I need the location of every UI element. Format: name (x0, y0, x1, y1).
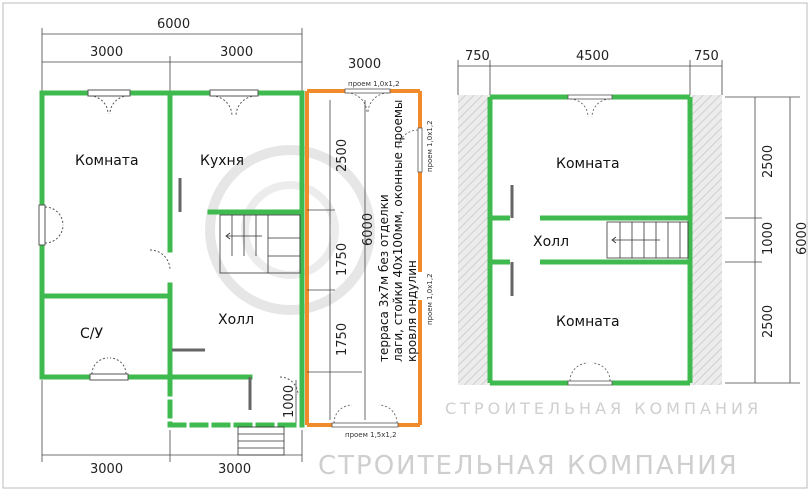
left-plan-walls (39, 90, 305, 428)
room-label-wc: С/У (80, 326, 103, 342)
room-label-komnata: Комната (75, 153, 139, 169)
terrace-note-line-3: кровля ондулин (405, 260, 419, 362)
watermark-text-large: СТРОИТЕЛЬНАЯ КОМПАНИЯ (318, 451, 739, 481)
dim-porch: 1000 (282, 385, 297, 418)
room-label-hall: Холл (218, 312, 254, 328)
dim-bottom-right: 3000 (218, 462, 251, 477)
opening-label-side-1: проем 1,0х1,2 (426, 120, 434, 172)
dim-right-top-mid: 4500 (576, 49, 609, 64)
room-label-bottom: Комната (556, 314, 620, 330)
overhang-left-hatch (458, 95, 490, 385)
terrace-openings (307, 88, 423, 428)
terrace-note-line-2: лаги, стойки 40х100мм, оконные проемы (391, 100, 405, 362)
right-stairs (606, 221, 689, 259)
room-label-kitchen: Кухня (200, 153, 244, 169)
dim-right-2: 1000 (761, 222, 776, 255)
dim-right-top-right: 750 (694, 49, 719, 64)
watermark (205, 145, 375, 315)
terrace-width-dim: 3000 (348, 57, 381, 72)
porch-steps (237, 426, 285, 456)
room-label-hall-upper: Холл (533, 234, 569, 250)
overhang-right-hatch (690, 95, 722, 385)
terrace-dim-1750-b: 1750 (335, 323, 350, 356)
dim-right-3: 2500 (761, 305, 776, 338)
terrace-dim-2500: 2500 (335, 139, 350, 172)
watermark-text-small: СТРОИТЕЛЬНАЯ КОМПАНИЯ (445, 399, 762, 418)
left-stairs (219, 214, 301, 274)
dim-right-total: 6000 (795, 222, 810, 255)
terrace-note-line-1: терраса 3х7м без отделки (377, 194, 391, 362)
dim-top-right: 3000 (220, 45, 253, 60)
opening-label-top: проем 1,0х1,2 (348, 80, 400, 88)
terrace-outline (305, 89, 422, 427)
opening-label-side-2: проем 1,0х1,2 (426, 273, 434, 325)
right-plan-openings (510, 94, 613, 386)
left-plan-dimensions (41, 28, 303, 462)
dim-right-top-left: 750 (465, 49, 490, 64)
dim-right-1: 2500 (761, 145, 776, 178)
opening-label-bottom: проем 1,5х1,2 (345, 431, 397, 439)
dim-bottom-left: 3000 (90, 462, 123, 477)
right-plan-dimensions (457, 60, 800, 384)
terrace-dim-1750-a: 1750 (335, 243, 350, 276)
terrace-dim-6000: 6000 (361, 213, 376, 246)
left-plan-openings (38, 89, 299, 410)
dim-top-left: 3000 (90, 45, 123, 60)
dim-total-width: 6000 (157, 17, 190, 32)
right-plan-walls (487, 94, 693, 386)
room-label-top: Комната (556, 156, 620, 172)
